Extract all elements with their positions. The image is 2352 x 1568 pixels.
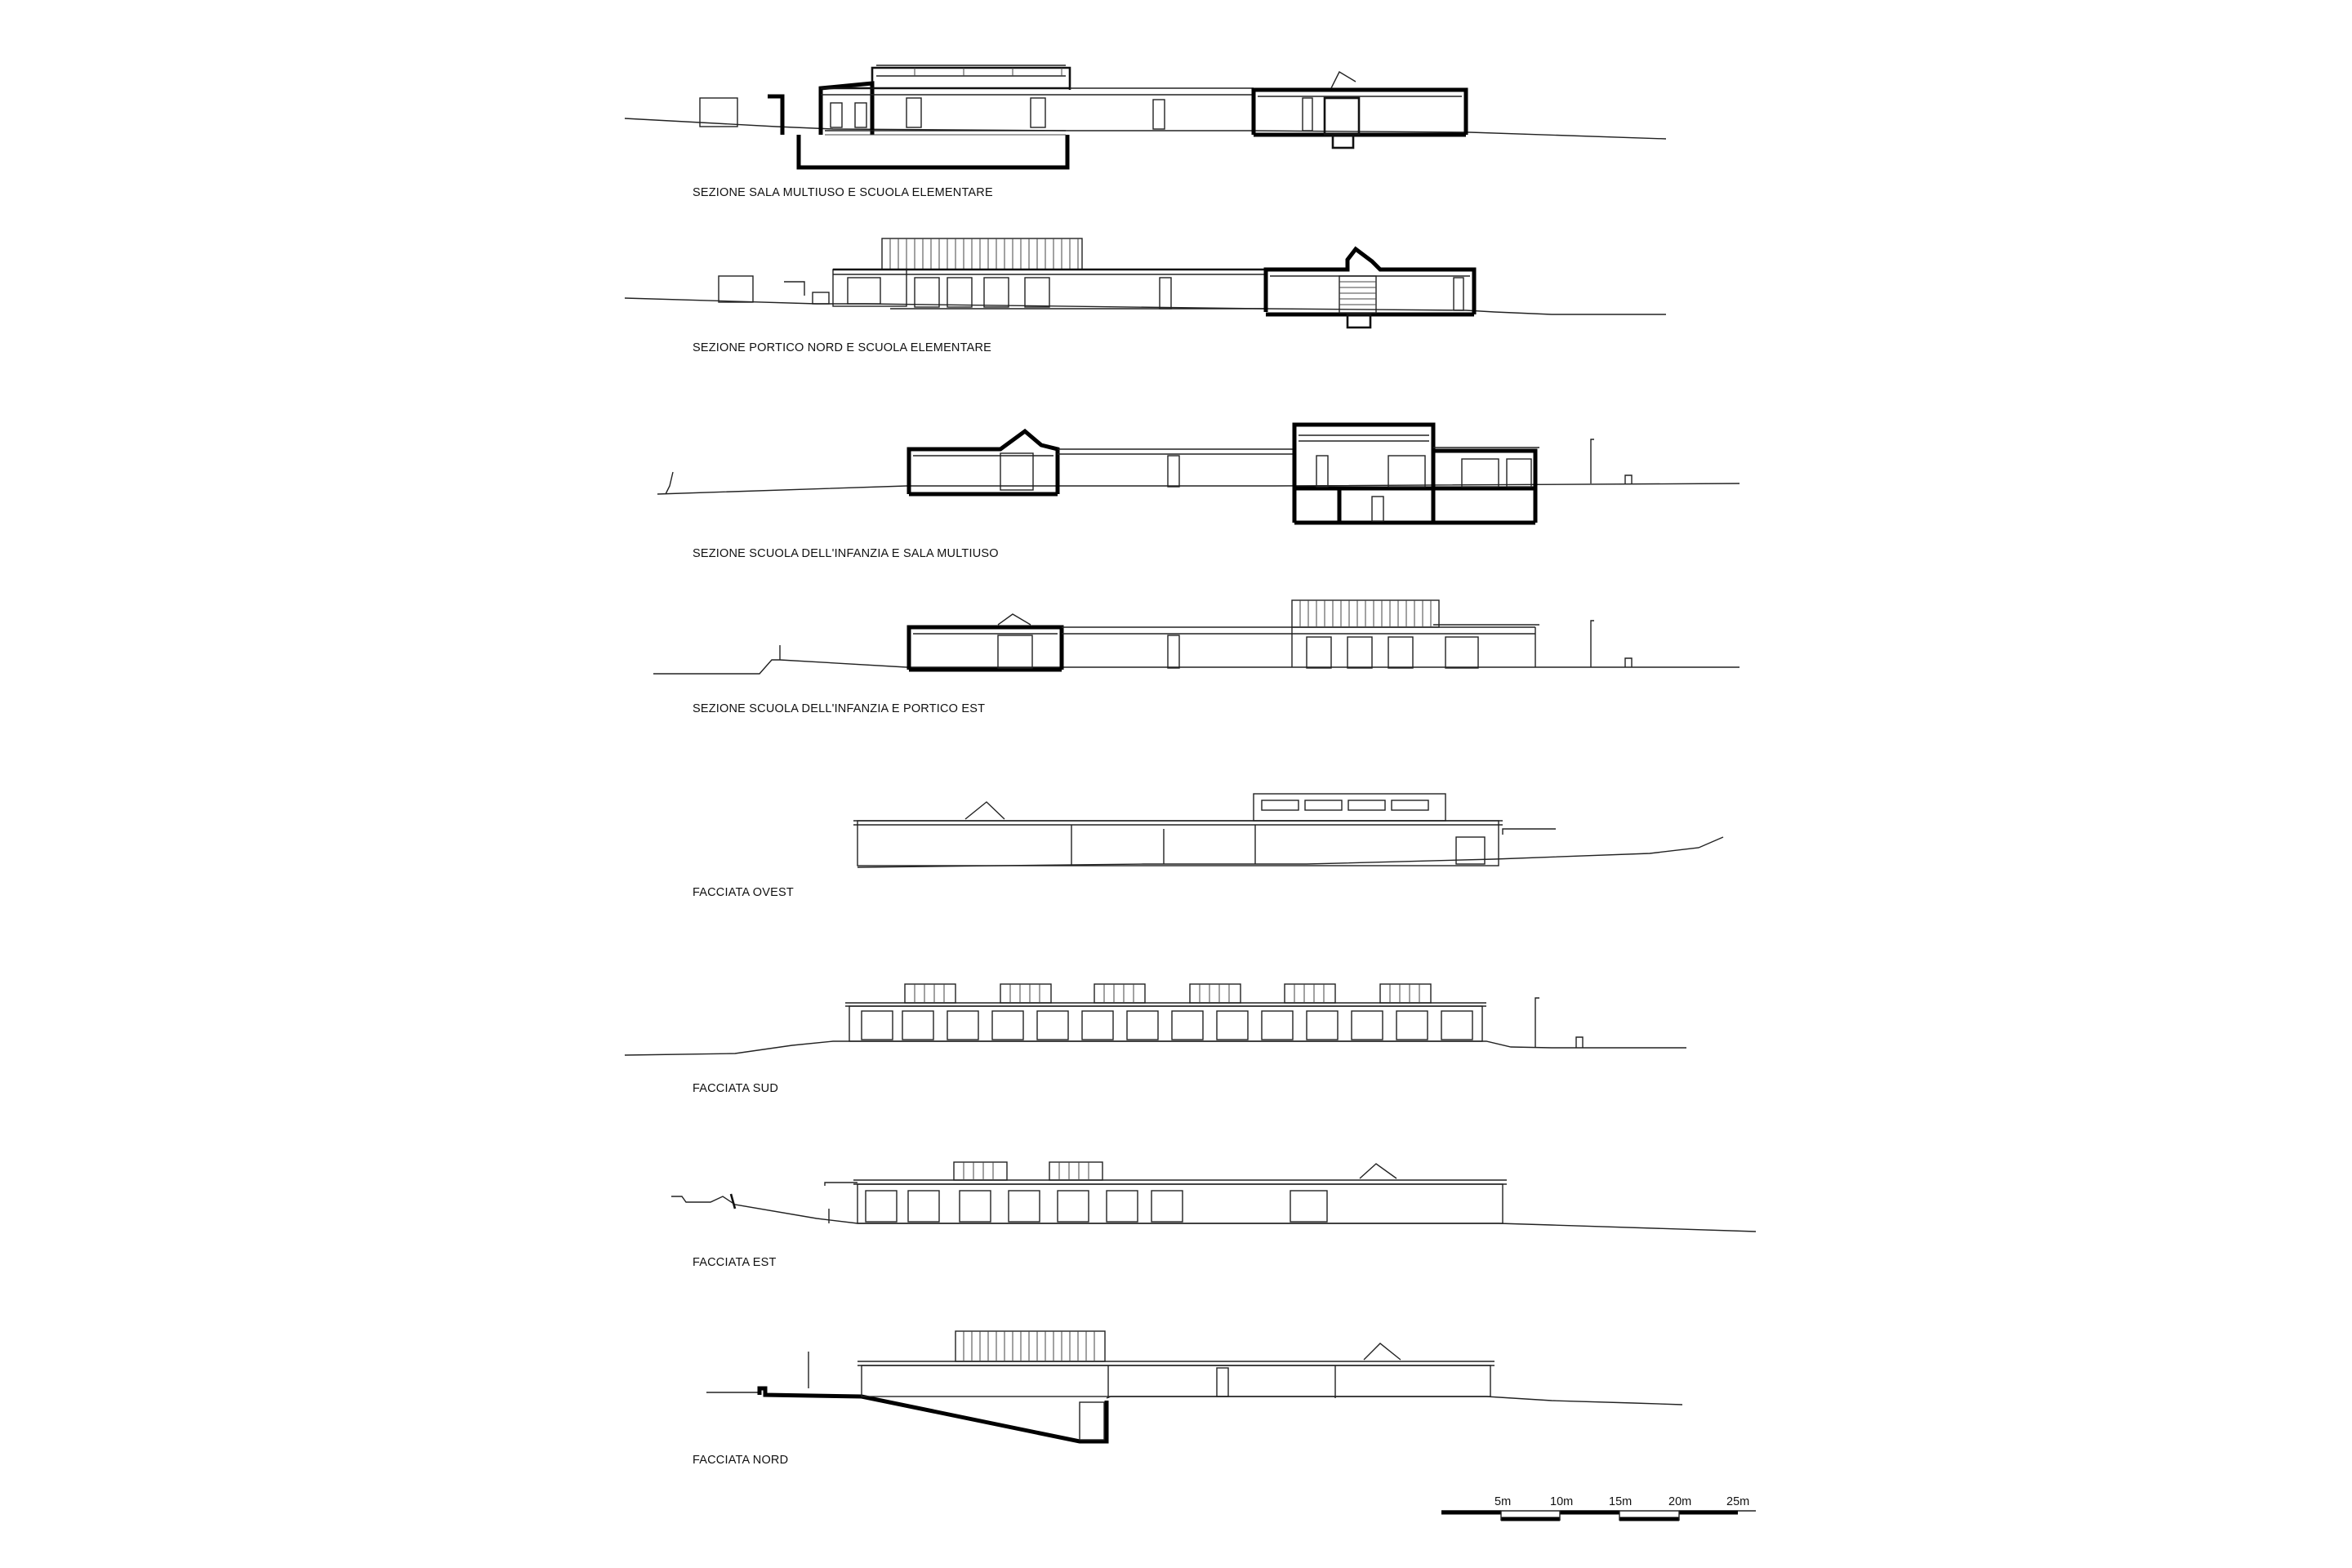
caption-elevation-north: FACCIATA NORD <box>693 1454 789 1467</box>
scale-label-5m: 5m <box>1494 1495 1512 1508</box>
section-2 <box>624 238 1666 329</box>
caption-section-4: SEZIONE SCUOLA DELL'INFANZIA E PORTICO E… <box>693 702 986 715</box>
scale-label-10m: 10m <box>1550 1495 1574 1508</box>
scale-label-20m: 20m <box>1668 1495 1692 1508</box>
elevation-east <box>671 1161 1757 1232</box>
elevation-north <box>706 1330 1683 1444</box>
scale-label-25m: 25m <box>1726 1495 1750 1508</box>
caption-section-1: SEZIONE SALA MULTIUSO E SCUOLA ELEMENTAR… <box>693 186 993 199</box>
caption-elevation-west: FACCIATA OVEST <box>693 886 794 899</box>
caption-section-2: SEZIONE PORTICO NORD E SCUOLA ELEMENTARE <box>693 341 992 354</box>
elevation-west <box>853 793 1724 868</box>
section-1 <box>624 65 1667 170</box>
elevation-south <box>624 983 1686 1056</box>
caption-section-3: SEZIONE SCUOLA DELL'INFANZIA E SALA MULT… <box>693 547 999 560</box>
caption-elevation-south: FACCIATA SUD <box>693 1082 778 1095</box>
section-3 <box>657 422 1740 525</box>
scale-bar <box>1441 1510 1756 1521</box>
scale-label-15m: 15m <box>1609 1495 1633 1508</box>
caption-elevation-east: FACCIATA EST <box>693 1256 777 1269</box>
section-4 <box>653 599 1740 675</box>
